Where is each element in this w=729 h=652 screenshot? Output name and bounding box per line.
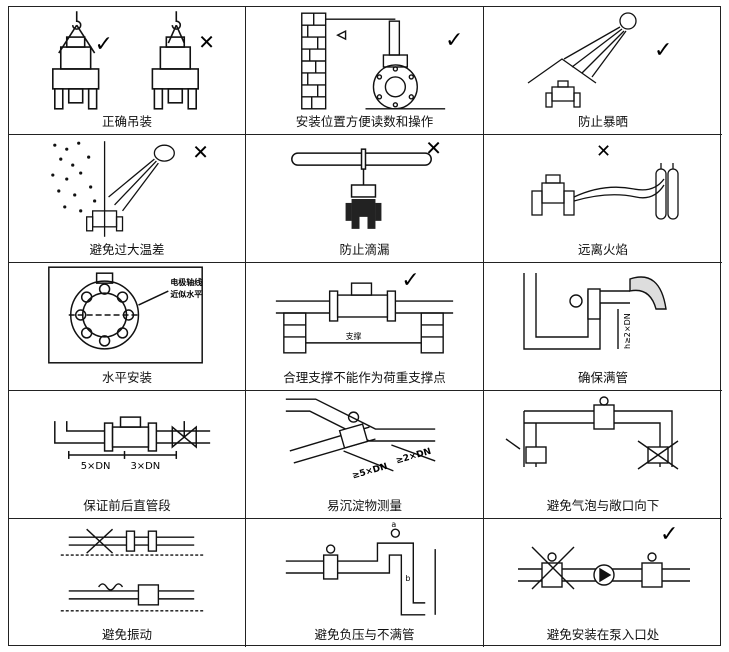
support-label: 支撑 (346, 331, 362, 341)
negative-pressure-illustration: a b (285, 520, 436, 616)
panel-horizontal-installation: 电极轴线 近似水平 水平安装 (9, 263, 246, 391)
caption: 水平安装 (101, 370, 152, 385)
panel-avoid-bubbles: 避免气泡与敞口向下 (484, 391, 722, 519)
panel-keep-away-from-flame: ✕ 远离火焰 (484, 135, 722, 263)
position-illustration: ✓ (301, 12, 464, 110)
panel-avoid-pump-inlet: ✓ 避免安装在泵入口处 (484, 519, 722, 647)
panel-correct-lifting: ✓ ✕ 正确吊装 (9, 7, 246, 135)
panel-ensure-full-pipe: h≥2×DN 确保满管 (484, 263, 722, 391)
caption: 防止滴漏 (339, 242, 390, 257)
cross-mark-icon: ✕ (192, 141, 209, 164)
min-downstream-label: ≥2×DN (395, 447, 433, 467)
caption: 避免振动 (101, 627, 152, 642)
check-mark-icon: ✓ (654, 38, 672, 63)
point-a-label: a (391, 520, 396, 529)
temperature-illustration: ✕ (51, 141, 209, 237)
panel-straight-pipe-sections: 5×DN 3×DN 保证前后直管段 (9, 391, 246, 519)
vibration-illustration (60, 528, 205, 612)
panel-prevent-dripping: ✕ 防止滴漏 (246, 135, 484, 263)
panel-avoid-negative-pressure: a b 避免负压与不满管 (246, 519, 484, 647)
cross-mark-icon: ✕ (198, 31, 215, 54)
caption: 保证前后直管段 (83, 498, 171, 513)
sun-shade-illustration: ✓ (527, 12, 672, 108)
upstream-length-label: 5×DN (81, 461, 111, 472)
panel-sediment-measurement: ≥5×DN ≥2×DN 易沉淀物测量 (246, 391, 484, 519)
check-mark-icon: ✓ (445, 28, 463, 53)
downstream-length-label: 3×DN (130, 461, 160, 472)
caption: 远离火焰 (577, 242, 628, 257)
caption: 正确吊装 (101, 114, 152, 129)
caption: 防止暴晒 (577, 114, 628, 129)
horizontal-electrode-illustration: 电极轴线 近似水平 (48, 266, 203, 364)
caption: 确保满管 (577, 370, 628, 385)
cross-mark-icon: ✕ (425, 137, 442, 160)
h2dn-label: h≥2×DN (623, 313, 632, 349)
panel-avoid-sun: ✓ 防止暴晒 (484, 7, 722, 135)
check-mark-icon: ✓ (401, 268, 419, 293)
electrode-axis-label: 电极轴线 (170, 277, 202, 287)
flame-illustration: ✕ (531, 141, 679, 220)
bubbles-illustration (505, 396, 679, 470)
min-upstream-label: ≥5×DN (351, 462, 389, 482)
caption: 易沉淀物测量 (326, 498, 402, 513)
caption: 避免气泡与敞口向下 (546, 498, 660, 513)
caption: 避免过大温差 (89, 242, 165, 257)
panel-convenient-position: ✓ 安装位置方便读数和操作 (246, 7, 484, 135)
point-b-label: b (405, 574, 410, 583)
caption: 合理支撑不能作为荷重支撑点 (283, 370, 446, 385)
panel-avoid-temperature-difference: ✕ 避免过大温差 (9, 135, 246, 263)
full-pipe-illustration: h≥2×DN (523, 273, 667, 350)
cross-mark-icon: ✕ (596, 141, 611, 162)
drip-illustration: ✕ (291, 137, 442, 229)
installation-guide-grid: ✓ ✕ 正确吊装 (8, 6, 722, 647)
caption: 避免负压与不满管 (314, 627, 415, 642)
panel-avoid-vibration: 避免振动 (9, 519, 246, 647)
caption: 避免安装在泵入口处 (546, 627, 660, 642)
pump-inlet-illustration: ✓ (518, 522, 690, 590)
sediment-illustration: ≥5×DN ≥2×DN (285, 398, 436, 482)
support-illustration: 支撑 ✓ (275, 268, 454, 354)
approx-level-label: 近似水平 (170, 289, 202, 299)
caption: 安装位置方便读数和操作 (295, 114, 434, 129)
straight-pipe-illustration: 5×DN 3×DN (54, 416, 211, 472)
check-mark-icon: ✓ (95, 32, 113, 57)
check-mark-icon: ✓ (660, 522, 678, 547)
lifting-illustration: ✓ ✕ (52, 11, 215, 110)
panel-proper-support: 支撑 ✓ 合理支撑不能作为荷重支撑点 (246, 263, 484, 391)
